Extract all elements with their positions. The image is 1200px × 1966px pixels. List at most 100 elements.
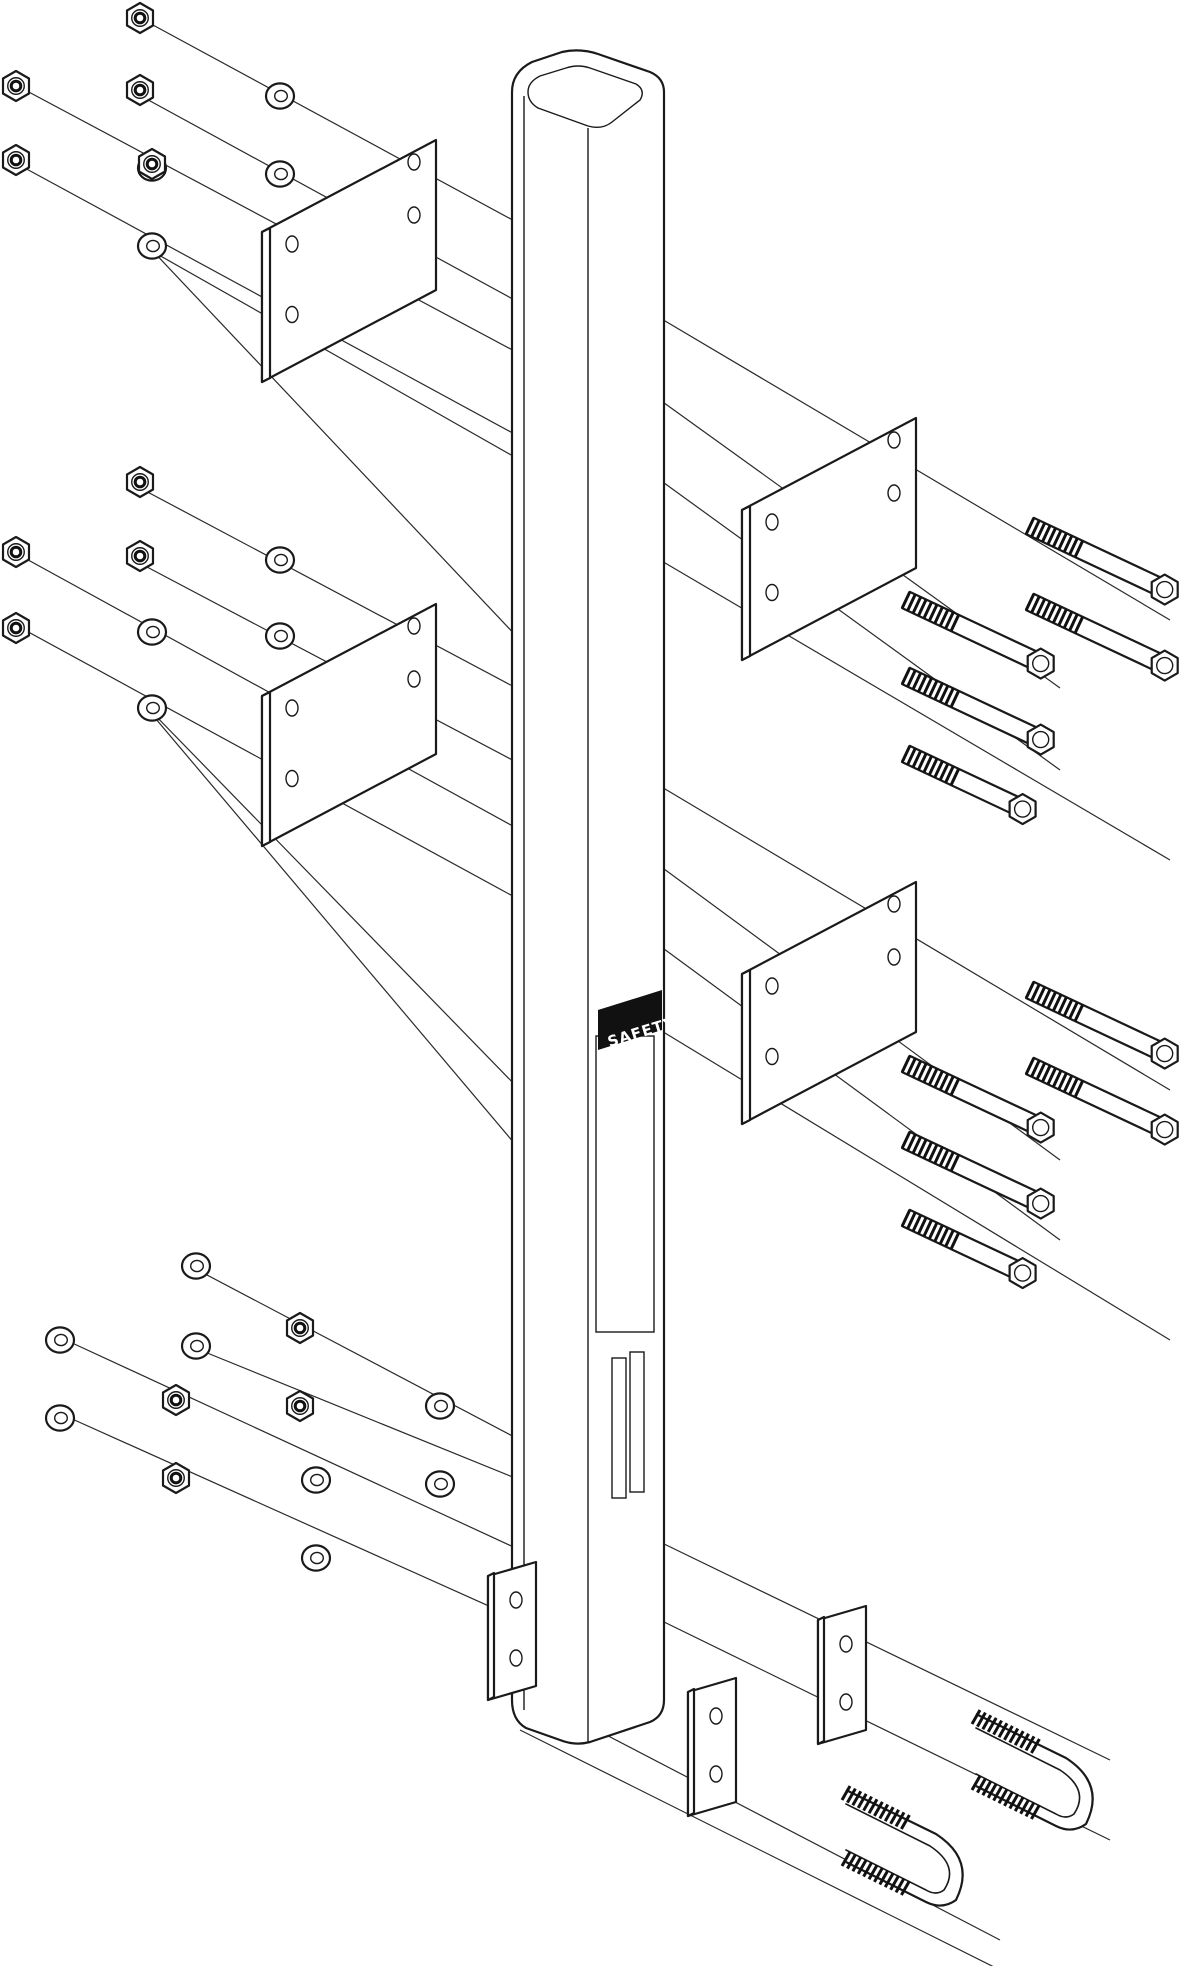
flat-washer-15 [180, 1252, 212, 1280]
nut-body [161, 1383, 191, 1417]
hex-nut-2 [1, 69, 31, 103]
bolt-thread [944, 611, 955, 630]
guide-line [189, 1265, 521, 1441]
u-bolt-thread [976, 1711, 987, 1728]
post: SAFETY [510, 49, 678, 1745]
bolt-thread [1035, 598, 1047, 616]
mounting-plates [260, 138, 918, 1126]
u-bolt-thread [1013, 1796, 1025, 1812]
bolt-thread [922, 1065, 933, 1083]
clamp-plate-hole [509, 1649, 523, 1667]
hex-nut-7 [1, 535, 31, 569]
clamp-plate-edge [486, 1571, 496, 1702]
nut-thread [169, 1471, 183, 1485]
bolt-shank [901, 590, 1038, 669]
hex-nut-1 [125, 1, 155, 35]
u-bolt-thread [1003, 1791, 1014, 1807]
bolt-thread [1062, 535, 1074, 553]
bottom-clamp-plate-center [686, 1676, 738, 1818]
bolt-thread [938, 1149, 950, 1167]
u-bolt-thread [840, 1851, 852, 1867]
flat-washer-6 [264, 622, 296, 650]
nut-thread [9, 79, 23, 93]
bolt-thread [1051, 529, 1063, 548]
plate-edge [260, 226, 272, 384]
u-bolt-thread [867, 1864, 879, 1880]
plate-hole [765, 1047, 779, 1066]
plate-hole [887, 484, 901, 502]
u-bolt-thread [851, 1790, 863, 1807]
guide-line [149, 247, 521, 641]
flat-washer-1 [264, 82, 296, 110]
plate-hole [407, 153, 421, 171]
u-bolt-thread [894, 1877, 906, 1894]
washer-outer [136, 232, 168, 260]
bolt-thread [1062, 611, 1074, 629]
u-bolt-thread [889, 1809, 900, 1825]
bolt-thread [911, 1136, 923, 1154]
nut-bore [167, 1469, 185, 1487]
bolt-thread [933, 760, 944, 779]
left-plate-upper [260, 138, 438, 384]
washer-hole [189, 1339, 204, 1353]
bolt-thread [900, 745, 912, 763]
hex-nut-11 [285, 1389, 315, 1423]
bolt-thread [927, 1067, 939, 1086]
bolt-shank [1025, 980, 1162, 1059]
u-bolt-thread [894, 1811, 906, 1828]
nut-thread [133, 549, 147, 563]
bolt-thread [917, 752, 928, 771]
u-bolt-thread [981, 1780, 993, 1797]
bolt-head [1026, 1111, 1055, 1144]
washer-outer [300, 1466, 332, 1494]
hex-nut-8 [125, 539, 155, 573]
washer-hole [189, 1259, 204, 1273]
plate-hole [887, 895, 901, 913]
bolt-thread [933, 1146, 944, 1165]
bolt-thread [1062, 999, 1074, 1017]
clamp-plate-hole [839, 1635, 853, 1653]
guide-line [189, 1345, 521, 1481]
bolt-head [1150, 1113, 1179, 1146]
bolt-thread [1073, 1080, 1085, 1098]
nut-bore [131, 9, 149, 27]
bottom-clamp-plate-right [816, 1604, 868, 1746]
guide-line [9, 81, 521, 355]
bolt-thread [1073, 616, 1085, 634]
plate-hole [285, 235, 299, 253]
washer-hole [274, 629, 289, 643]
bottom-clamp-plate-left [486, 1560, 538, 1702]
nut-bore [131, 81, 149, 99]
bolt-thread [911, 1214, 923, 1232]
bolt-thread [938, 1227, 950, 1245]
guide-line [9, 549, 521, 831]
bolt-head-face [1156, 656, 1174, 675]
washer-outer [180, 1332, 212, 1360]
bolt-thread [1024, 517, 1036, 535]
hex-nut-6 [125, 465, 155, 499]
hex-bolt-3 [900, 590, 1055, 680]
nut-body [125, 465, 155, 499]
hex-bolt-9 [900, 1130, 1055, 1220]
guide-line [129, 89, 521, 304]
washer-hole [145, 239, 160, 253]
bolt-thread [1041, 1064, 1052, 1083]
plate-hole [887, 431, 901, 449]
plate-hole [765, 977, 779, 995]
bolt-thread [949, 768, 961, 786]
bolt-head-face [1156, 580, 1174, 599]
hex-nut-5 [137, 147, 167, 181]
bolt-thread [1046, 527, 1057, 545]
u-bolt-inner-edge [845, 1803, 951, 1894]
clamp-plate-face [686, 1676, 738, 1818]
bolt-thread [911, 1060, 923, 1078]
bolt-head-face [1032, 654, 1050, 673]
u-bolt-thread [1008, 1793, 1020, 1810]
u-bolt-thread [997, 1722, 1009, 1738]
bolt-head [1150, 573, 1179, 606]
flat-washer-7 [136, 618, 168, 646]
bolt-head [1008, 1256, 1037, 1290]
nut-bore [7, 151, 25, 169]
hex-bolt-5 [900, 744, 1037, 826]
